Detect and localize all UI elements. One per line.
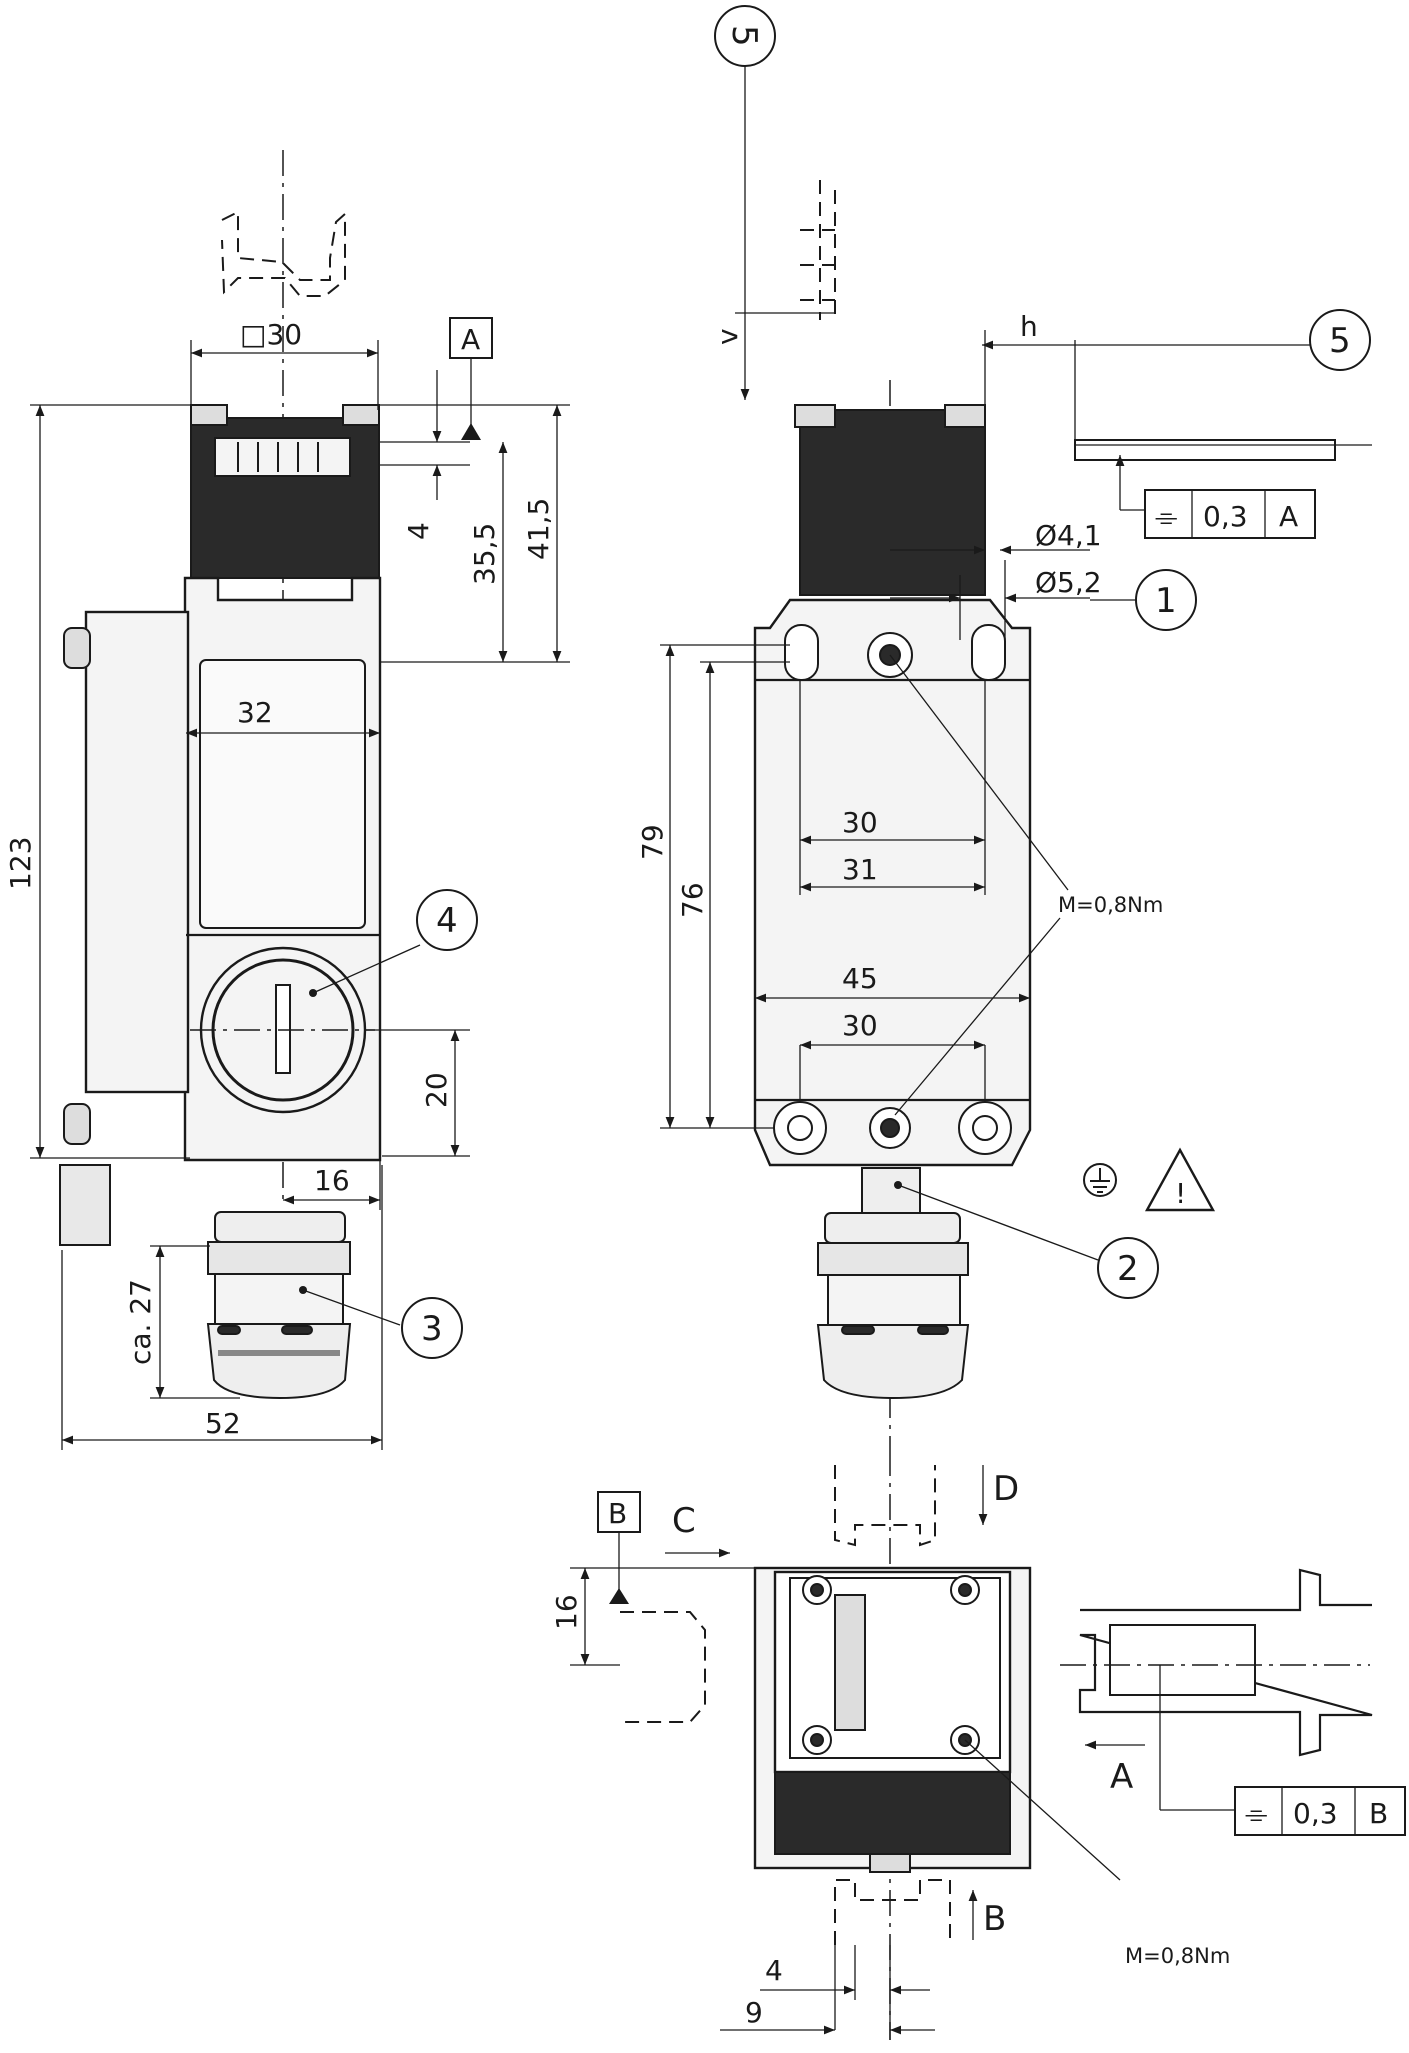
side-view: □30 123 A 4 35,5 41,5 32 20 16	[4, 150, 570, 1450]
dim-32: 32	[237, 696, 273, 729]
dim-dia-4-1: Ø4,1	[1035, 519, 1102, 552]
callout-2: 2	[1117, 1249, 1139, 1289]
actuator-top-outline	[221, 210, 346, 297]
dim-41-5: 41,5	[522, 498, 555, 560]
dim-30-a: 30	[842, 806, 878, 839]
callout-1: 1	[1155, 581, 1177, 621]
connector-plug	[59, 1164, 111, 1246]
callout-3: 3	[421, 1309, 443, 1349]
head-block-front	[799, 409, 986, 596]
cable-gland-side	[206, 1211, 352, 1400]
dim-dia-5-2: Ø5,2	[1035, 566, 1102, 599]
tolerance-a-value: 0,3	[1203, 500, 1248, 533]
dim-52: 52	[205, 1407, 241, 1440]
front-view: 5 v	[636, 5, 1372, 1450]
dim-4-bottom: 4	[765, 1954, 783, 1987]
dim-h: h	[1020, 310, 1038, 343]
dim-v: v	[711, 328, 744, 345]
tolerance-frame-b: ⌯ 0,3 B	[1234, 1786, 1406, 1836]
callout-4: 4	[436, 901, 458, 941]
top-view: D A ⌯ 0,3 B B	[550, 1450, 1406, 2040]
dim-79: 79	[636, 824, 669, 860]
datum-a-left: A	[461, 323, 480, 356]
dim-9: 9	[745, 1996, 763, 2029]
symmetry-icon-b: ⌯	[1245, 1797, 1267, 1830]
view-c-label: C	[672, 1501, 696, 1541]
symmetry-icon: ⌯	[1155, 500, 1177, 533]
tolerance-a-datum: A	[1279, 500, 1298, 533]
view-a-label: A	[1110, 1757, 1133, 1797]
callout-5-top: 5	[724, 25, 764, 47]
dim-30-b: 30	[842, 1009, 878, 1042]
dim-45: 45	[842, 962, 878, 995]
dim-76: 76	[676, 882, 709, 918]
housing-flange	[84, 610, 190, 1094]
label-window	[199, 659, 366, 929]
view-d-label: D	[993, 1469, 1019, 1509]
callout-5-right: 5	[1329, 321, 1351, 361]
warning-icon	[1144, 1147, 1216, 1212]
dim-16-left: 16	[314, 1164, 350, 1197]
cable-gland-front	[816, 1167, 970, 1400]
dim-4: 4	[402, 522, 435, 540]
torque-note-upper: M=0,8Nm	[1058, 893, 1163, 917]
dim-123: 123	[4, 837, 37, 890]
dim-35-5: 35,5	[468, 523, 501, 585]
dim-31: 31	[842, 853, 878, 886]
dim-ca-27: ca. 27	[124, 1279, 157, 1365]
actuator-right	[1078, 1568, 1373, 1757]
dim-16-bottom: 16	[550, 1594, 583, 1630]
actuator-slot	[214, 437, 351, 477]
datum-b: B	[608, 1497, 627, 1530]
tolerance-b-value: 0,3	[1293, 1797, 1338, 1830]
view-b-label: B	[983, 1899, 1006, 1939]
tolerance-frame-a: ⌯ 0,3 A	[1144, 489, 1316, 539]
dim-20: 20	[420, 1072, 453, 1108]
warning-mark: !	[1175, 1177, 1186, 1210]
tolerance-b-datum: B	[1369, 1797, 1388, 1830]
torque-note-lower: M=0,8Nm	[1125, 1944, 1230, 1968]
housing-front	[753, 598, 1032, 1167]
dim-square-30: □30	[240, 318, 302, 351]
